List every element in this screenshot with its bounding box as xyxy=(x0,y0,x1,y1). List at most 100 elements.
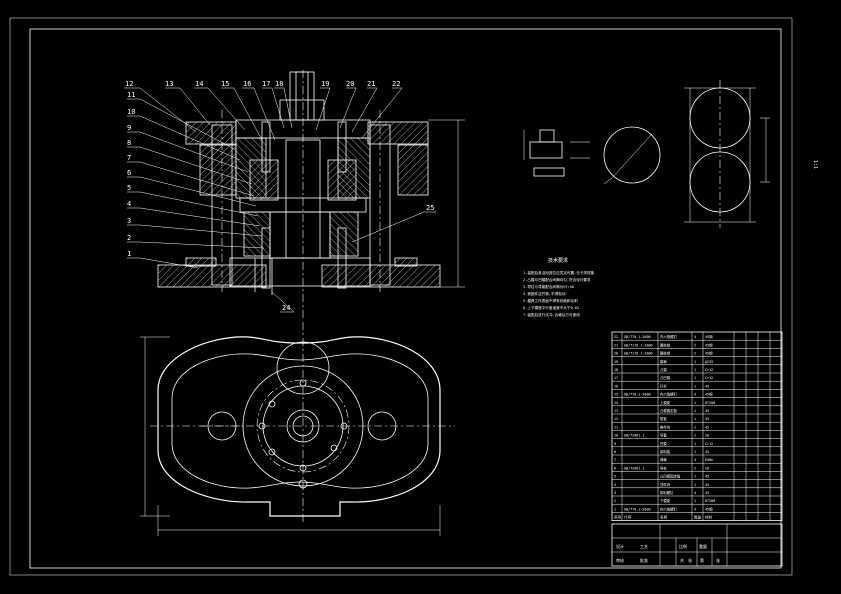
label-15: 15 xyxy=(221,80,229,88)
parts-cell: 圆柱销 xyxy=(660,351,671,356)
tb-process: 工艺 xyxy=(640,544,648,549)
label-10: 10 xyxy=(127,108,135,116)
parts-cell: 上模座 xyxy=(660,400,671,405)
parts-cell: 20 xyxy=(705,466,709,470)
label-21: 21 xyxy=(367,80,375,88)
parts-cell: GB/T70.1-2000 xyxy=(624,393,651,397)
parts-header-cell: 序号 xyxy=(614,515,622,520)
parts-cell: Cr12 xyxy=(705,442,713,446)
parts-cell: 45 xyxy=(705,417,709,421)
left-labels: 11 10 9 8 7 6 5 4 3 2 1 25 24 xyxy=(127,91,436,313)
parts-cell: 打杆 xyxy=(660,383,667,388)
label-11: 11 xyxy=(127,91,135,99)
parts-cell: 4 xyxy=(694,491,696,495)
parts-cell: 导柱 xyxy=(660,465,667,470)
top-labels: 12 13 14 15 16 17 18 19 20 21 22 xyxy=(124,80,403,141)
parts-cell: 2 xyxy=(694,343,696,347)
parts-cell: 16 xyxy=(614,384,618,388)
parts-cell: 凹模 xyxy=(660,441,667,446)
parts-cell: 22 xyxy=(614,335,618,339)
section-view xyxy=(157,70,465,320)
label-5: 5 xyxy=(127,184,131,192)
parts-cell: GB/T70.1-2000 xyxy=(624,335,651,339)
parts-cell: GB/T119.1-2000 xyxy=(624,352,653,356)
parts-cell: 凸模固定板 xyxy=(660,408,678,413)
parts-cell: 4 xyxy=(694,393,696,397)
tech-line-5: 5.模具工作表面不得有划痕和毛刺 xyxy=(523,298,578,303)
title-block: 设计 审核 工艺 批准 比例 重量 共 张 第 张 xyxy=(611,523,783,567)
tb-review: 审核 xyxy=(616,557,624,563)
parts-header-cell: 名称 xyxy=(660,515,668,520)
label-2: 2 xyxy=(127,234,131,242)
parts-cell: 19 xyxy=(614,360,618,364)
parts-cell: 10 xyxy=(614,434,618,438)
parts-cell: 1 xyxy=(694,483,696,487)
parts-cell: 内六角螺钉 xyxy=(660,506,678,511)
parts-cell: 1 xyxy=(694,417,696,421)
label-16: 16 xyxy=(243,80,251,88)
parts-cell: 弹簧 xyxy=(660,457,667,462)
parts-cell: 45 xyxy=(705,450,709,454)
parts-cell: 45钢 xyxy=(705,334,713,339)
tech-line-1: 1.装配后各活动部位应灵活可靠,无卡滞现象 xyxy=(523,270,595,275)
parts-cell: 1 xyxy=(614,507,616,511)
label-19: 19 xyxy=(321,80,329,88)
sheet-mark: 1:1 xyxy=(812,160,818,169)
parts-cell: 1 xyxy=(694,401,696,405)
parts-cell: 内六角螺钉 xyxy=(660,334,678,339)
tb-design: 设计 xyxy=(616,543,624,549)
label-8: 8 xyxy=(127,139,131,147)
parts-cell: 20 xyxy=(705,434,709,438)
part-sketch-profile xyxy=(523,129,590,177)
tb-sheet-a: 张 xyxy=(688,557,692,563)
tech-title: 技术要求 xyxy=(548,257,568,264)
parts-cell: 45钢 xyxy=(705,351,713,356)
label-22: 22 xyxy=(392,80,400,88)
parts-cell: 4 xyxy=(694,335,696,339)
parts-cell: 20 xyxy=(614,352,618,356)
parts-cell: 垫板 xyxy=(660,416,667,421)
parts-cell: 45 xyxy=(705,491,709,495)
parts-cell: 45 xyxy=(705,483,709,487)
parts-cell: 1 xyxy=(694,475,696,479)
parts-cell: 模柄 xyxy=(660,359,667,364)
parts-cell: GB/T119.1-2000 xyxy=(624,343,653,347)
parts-cell: GB/T70.1-2000 xyxy=(624,507,651,511)
parts-cell: GB/T2861.1 xyxy=(624,466,644,470)
parts-cell: HT200 xyxy=(705,499,715,503)
label-24: 24 xyxy=(282,304,290,312)
tb-approve: 批准 xyxy=(640,557,648,563)
inner-border xyxy=(29,28,782,569)
parts-cell: 4 xyxy=(694,507,696,511)
label-9: 9 xyxy=(127,124,131,132)
tb-weight: 重量 xyxy=(699,543,707,549)
parts-cell: 2 xyxy=(614,499,616,503)
plan-view xyxy=(140,322,455,536)
parts-cell: 45 xyxy=(705,425,709,429)
parts-cell: 1 xyxy=(694,376,696,380)
part-sketch-circle xyxy=(603,126,661,185)
tb-total: 共 xyxy=(680,557,684,563)
label-14: 14 xyxy=(195,80,203,88)
parts-cell: 卸料螺钉 xyxy=(660,490,674,495)
label-25: 25 xyxy=(426,204,434,212)
parts-cell: 15 xyxy=(614,393,618,397)
parts-cell: 12 xyxy=(614,417,618,421)
parts-cell: 1 xyxy=(694,499,696,503)
parts-cell: 13 xyxy=(614,409,618,413)
label-20: 20 xyxy=(346,80,354,88)
parts-cell: 1 xyxy=(694,409,696,413)
tech-line-4: 4.紧固件应拧紧,不得松动 xyxy=(523,291,566,296)
parts-cell: 1 xyxy=(694,442,696,446)
label-18: 18 xyxy=(275,80,283,88)
parts-cell: 18 xyxy=(614,368,618,372)
parts-cell: 2 xyxy=(694,352,696,356)
parts-cell: 45钢 xyxy=(705,392,713,397)
parts-cell: 45钢 xyxy=(705,506,713,511)
technical-requirements: 技术要求 1.装配后各活动部位应灵活可靠,无卡滞现象 2.凸模与凹模配合间隙均匀… xyxy=(523,257,595,317)
label-7: 7 xyxy=(127,154,131,162)
parts-cell: 45 xyxy=(705,409,709,413)
parts-cell: 45 xyxy=(705,384,709,388)
